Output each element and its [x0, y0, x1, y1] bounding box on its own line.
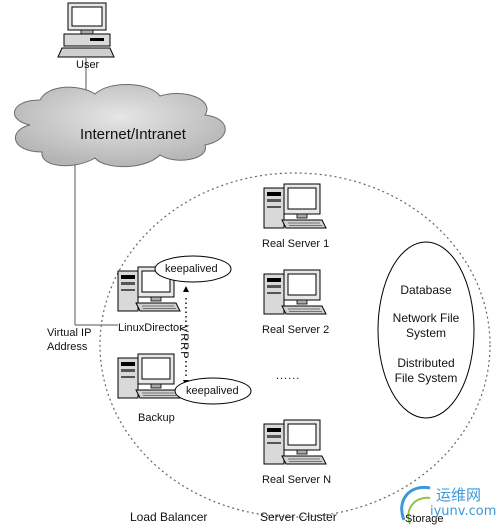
storage-ellipse [377, 241, 475, 419]
ellipsis-label: ...... [276, 370, 301, 382]
keepalived-bottom-bubble [174, 377, 252, 405]
user-label: User [76, 59, 100, 71]
keepalived-top-label: keepalived [165, 263, 218, 275]
server-cluster-caption: Server Cluster [260, 510, 337, 524]
real-server-2-computer-icon [263, 269, 327, 315]
load-balancer-caption: Load Balancer [130, 510, 208, 524]
vrrp-arrow-up-icon [183, 286, 189, 292]
storage-caption: Storage [405, 513, 444, 525]
real-server-n-computer-icon [263, 419, 327, 465]
virtual-ip-label: Virtual IP Address [47, 327, 92, 353]
internet-cloud-shape [13, 83, 226, 168]
watermark-url-text: iyunv.com [430, 504, 497, 519]
user-computer-icon [57, 2, 115, 58]
watermark-logo-icon [400, 485, 431, 525]
keepalived-top-bubble [154, 255, 232, 283]
real-server-n-label: Real Server N [262, 474, 332, 486]
storage-nfs-label: Network File System [392, 311, 460, 340]
watermark-cn-text: 运维网 [436, 486, 482, 504]
cloud-label: Internet/Intranet [80, 126, 186, 143]
real-server-1-label: Real Server 1 [262, 238, 330, 250]
linux-director-label: LinuxDirector [118, 322, 183, 334]
backup-label: Backup [138, 412, 175, 424]
keepalived-bottom-label: keepalived [186, 385, 239, 397]
backup-computer-icon [117, 353, 181, 399]
vrrp-label: VRRP [178, 325, 190, 360]
real-server-2-label: Real Server 2 [262, 324, 330, 336]
cluster-boundary-ellipse [99, 172, 491, 518]
storage-database-label: Database [400, 283, 452, 297]
real-server-1-computer-icon [263, 183, 327, 229]
storage-dfs-label: Distributed File System [394, 356, 458, 385]
